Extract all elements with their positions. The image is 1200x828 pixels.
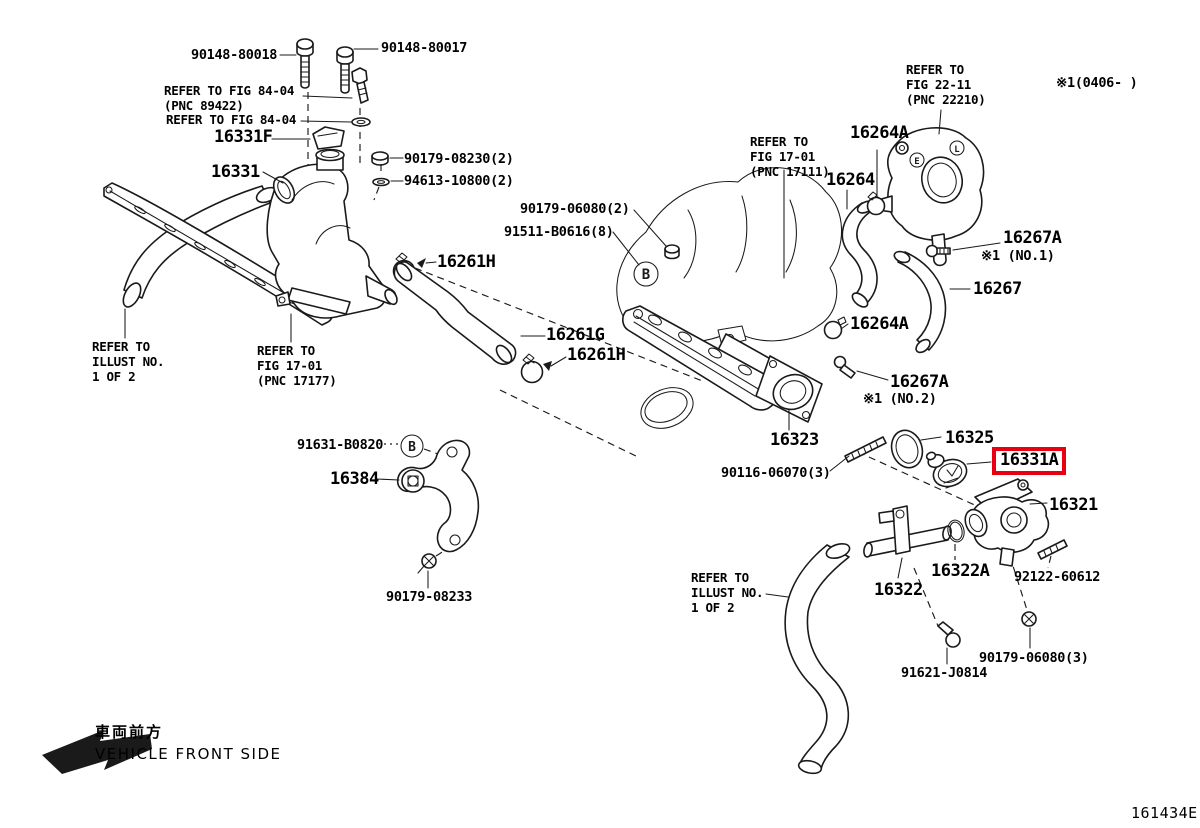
part-label-16261G: 16261G <box>546 325 605 345</box>
diagram-code: 161434E <box>1131 804 1198 822</box>
throttle-callout-e: E <box>914 157 919 167</box>
note-refer-fig-17-01-17177: REFER TO FIG 17-01 (PNC 17177) <box>257 343 337 388</box>
bypass-pipe-16322-drawing <box>863 505 952 579</box>
part-number-90179-08233: 90179-08233 <box>386 589 473 605</box>
sensor-fig84-04-drawing <box>302 67 369 165</box>
clamp-16264A-lower-drawing <box>823 316 849 340</box>
part-number-90148-80018: 90148-80018 <box>191 47 278 63</box>
bracket-16384-drawing <box>376 439 480 553</box>
part-number-90179-08230: 90179-08230(2) <box>404 151 514 167</box>
callout-b-lower-letter: B <box>408 440 416 455</box>
note-no2: ※1 (NO.2) <box>863 391 937 407</box>
washer-fig84-04-drawing <box>300 117 371 127</box>
hose-16267-drawing <box>893 250 971 354</box>
part-label-16261H-lower: 16261H <box>567 345 626 365</box>
thermostat-16331A-drawing <box>925 451 992 489</box>
plate-16331F-drawing <box>271 126 345 150</box>
clamp-16264A-upper-drawing <box>866 149 886 216</box>
bolt-16267A-no1-drawing <box>925 242 1001 258</box>
part-label-16267A-no1: 16267A <box>1003 228 1062 248</box>
part-label-16267: 16267 <box>973 279 1022 299</box>
part-label-16322: 16322 <box>874 580 923 600</box>
washer-94613-10800-drawing <box>372 177 404 201</box>
water-inlet-16331-drawing <box>262 148 398 319</box>
bolt-16267A-no2-drawing <box>833 355 889 381</box>
part-label-16321: 16321 <box>1049 495 1098 515</box>
nut-90179-08230-drawing <box>371 151 404 176</box>
oval-gasket-drawing <box>640 387 694 429</box>
part-number-90148-80017: 90148-80017 <box>381 40 468 56</box>
bolt-90148-80017-drawing <box>336 46 379 94</box>
nut-90179-06080-3-drawing <box>1021 611 1037 649</box>
part-number-90179-06080-3: 90179-06080(3) <box>979 650 1089 666</box>
note-effective-0406: ※1(0406- ) <box>1056 75 1138 91</box>
part-label-16331A-highlighted: 16331A <box>992 447 1067 476</box>
note-refer-fig-84-04: REFER TO FIG 84-04 <box>166 112 297 127</box>
note-no1: ※1 (NO.1) <box>981 248 1055 264</box>
nut-90179-06080-2-drawing <box>633 209 680 260</box>
part-label-16323: 16323 <box>770 430 819 450</box>
part-label-16331F: 16331F <box>214 127 273 147</box>
oring-16322A-drawing <box>947 519 965 543</box>
clamp-16261H-lower-drawing <box>520 353 567 384</box>
note-refer-fig-17-01-17111: REFER TO FIG 17-01 (PNC 17111) <box>750 134 830 179</box>
bypass-pipe-16323-drawing <box>622 305 823 431</box>
lower-hose-drawing <box>765 542 851 775</box>
note-refer-illust-2: REFER TO ILLUST NO. 1 OF 2 <box>691 570 764 615</box>
part-label-16267A-no2: 16267A <box>890 372 949 392</box>
bolt-90179-08233-drawing <box>417 553 437 589</box>
part-number-94613-10800: 94613-10800(2) <box>404 173 514 189</box>
water-outlet-16321-drawing <box>964 478 1050 567</box>
throttle-body-drawing: E L <box>873 109 985 267</box>
callout-b-lower: B <box>384 434 424 458</box>
part-label-16325: 16325 <box>945 428 994 448</box>
part-label-16261H-upper: 16261H <box>437 252 496 272</box>
part-number-91511-B0616: 91511-B0616(8) <box>504 224 614 240</box>
bolt-91621-J0814-drawing <box>937 621 961 665</box>
part-label-16331: 16331 <box>211 162 260 182</box>
gasket-16325-drawing <box>890 429 942 469</box>
bolt-90148-80018-drawing <box>279 38 314 170</box>
note-refer-illust-1: REFER TO ILLUST NO. 1 OF 2 <box>92 339 165 384</box>
callout-b-upper-letter: B <box>642 267 650 283</box>
callout-b-upper: B <box>612 231 659 287</box>
hose-16261G-drawing <box>393 261 546 365</box>
part-label-16264A-lower: 16264A <box>850 314 909 334</box>
front-marker-japanese: 車両前方 <box>95 723 164 741</box>
part-label-16384: 16384 <box>330 469 379 489</box>
note-refer-fig-84-04-pnc: REFER TO FIG 84-04 (PNC 89422) <box>164 83 295 113</box>
part-number-90116-06070: 90116-06070(3) <box>721 465 831 481</box>
part-number-90179-06080-2: 90179-06080(2) <box>520 201 630 217</box>
throttle-callout-l: L <box>954 145 960 155</box>
vehicle-front-arrow <box>42 730 152 774</box>
part-number-91621-J0814: 91621-J0814 <box>901 665 988 681</box>
part-label-16322A: 16322A <box>931 561 990 581</box>
stud-92122-60612-drawing <box>1037 539 1068 560</box>
part-label-16264: 16264 <box>826 170 875 190</box>
radiator-hose-drawing <box>122 185 279 339</box>
note-refer-fig-22-11: REFER TO FIG 22-11 (PNC 22210) <box>906 62 986 107</box>
part-label-16264A-upper: 16264A <box>850 123 909 143</box>
front-marker-english: VEHICLE FRONT SIDE <box>95 745 282 763</box>
stud-90116-06070-drawing <box>829 436 887 472</box>
part-number-91631-B0820: 91631-B0820 <box>297 437 384 453</box>
part-number-92122-60612: 92122-60612 <box>1014 569 1101 585</box>
